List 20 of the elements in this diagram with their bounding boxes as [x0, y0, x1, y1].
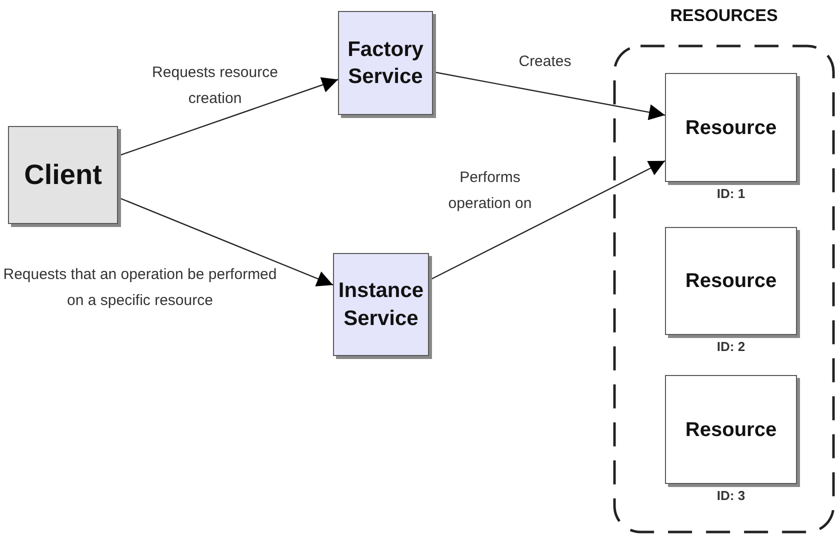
box-label: Resource	[685, 418, 777, 442]
box-label: Resource	[685, 116, 777, 140]
edge-label: Requests that an operation be performed on a specific resource	[2, 265, 278, 311]
edge-label: Requests resource creation	[151, 63, 279, 109]
resource-box	[665, 375, 797, 484]
box-label: Factory Service	[346, 36, 424, 90]
box-label: Instance Service	[337, 278, 425, 332]
id-label: ID: 1	[716, 185, 746, 203]
service-box	[338, 11, 433, 115]
box-label: Resource	[685, 269, 777, 294]
resource-box	[665, 73, 797, 182]
resource-box	[665, 227, 797, 335]
client-box	[8, 126, 118, 224]
id-label: ID: 3	[716, 487, 746, 505]
id-label: ID: 2	[716, 338, 746, 356]
group-heading: RESOURCES	[669, 6, 779, 26]
edge-label: Performs operation on	[447, 168, 533, 214]
edge-label: Creates	[518, 52, 572, 72]
box-label: Client	[24, 158, 102, 192]
service-box	[333, 253, 429, 356]
